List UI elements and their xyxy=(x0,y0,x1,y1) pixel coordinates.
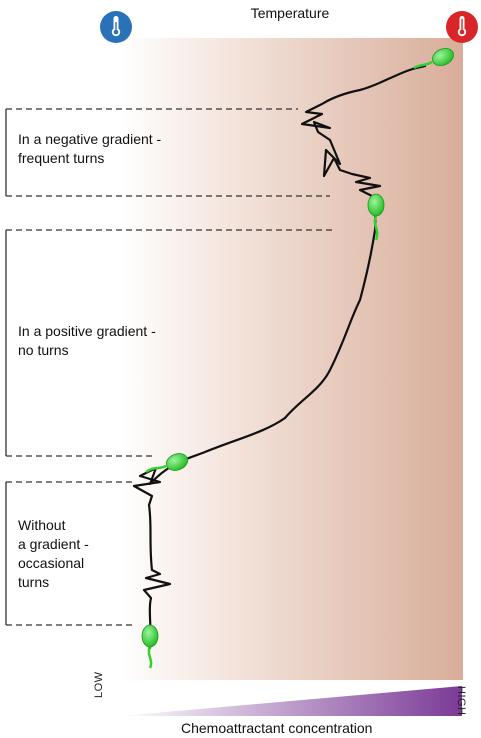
bacterium-end xyxy=(413,47,454,70)
panel-label-positive: In a positive gradient - no turns xyxy=(18,323,156,358)
panel-label-negative: In a negative gradient - frequent turns xyxy=(18,131,162,166)
bracket-negative-gradient xyxy=(5,108,330,197)
bacterium-upper xyxy=(367,193,385,241)
concentration-low-label: LOW xyxy=(93,671,105,698)
bacterium-swim-path xyxy=(132,64,427,650)
temperature-title: Temperature xyxy=(250,5,330,21)
thermometer-hot-icon xyxy=(446,11,478,43)
concentration-title: Chemoattractant concentration xyxy=(181,720,373,736)
concentration-high-label: HIGH xyxy=(455,686,467,716)
bacterium-middle xyxy=(145,453,189,474)
thermometer-cold-icon xyxy=(100,11,132,43)
bracket-positive-gradient xyxy=(5,229,336,457)
bacterium-start xyxy=(141,624,159,669)
panel-label-none: Without a gradient - occasional turns xyxy=(18,517,89,590)
concentration-wedge xyxy=(120,686,462,716)
gradient-field xyxy=(118,38,463,680)
bracket-no-gradient xyxy=(5,481,136,626)
